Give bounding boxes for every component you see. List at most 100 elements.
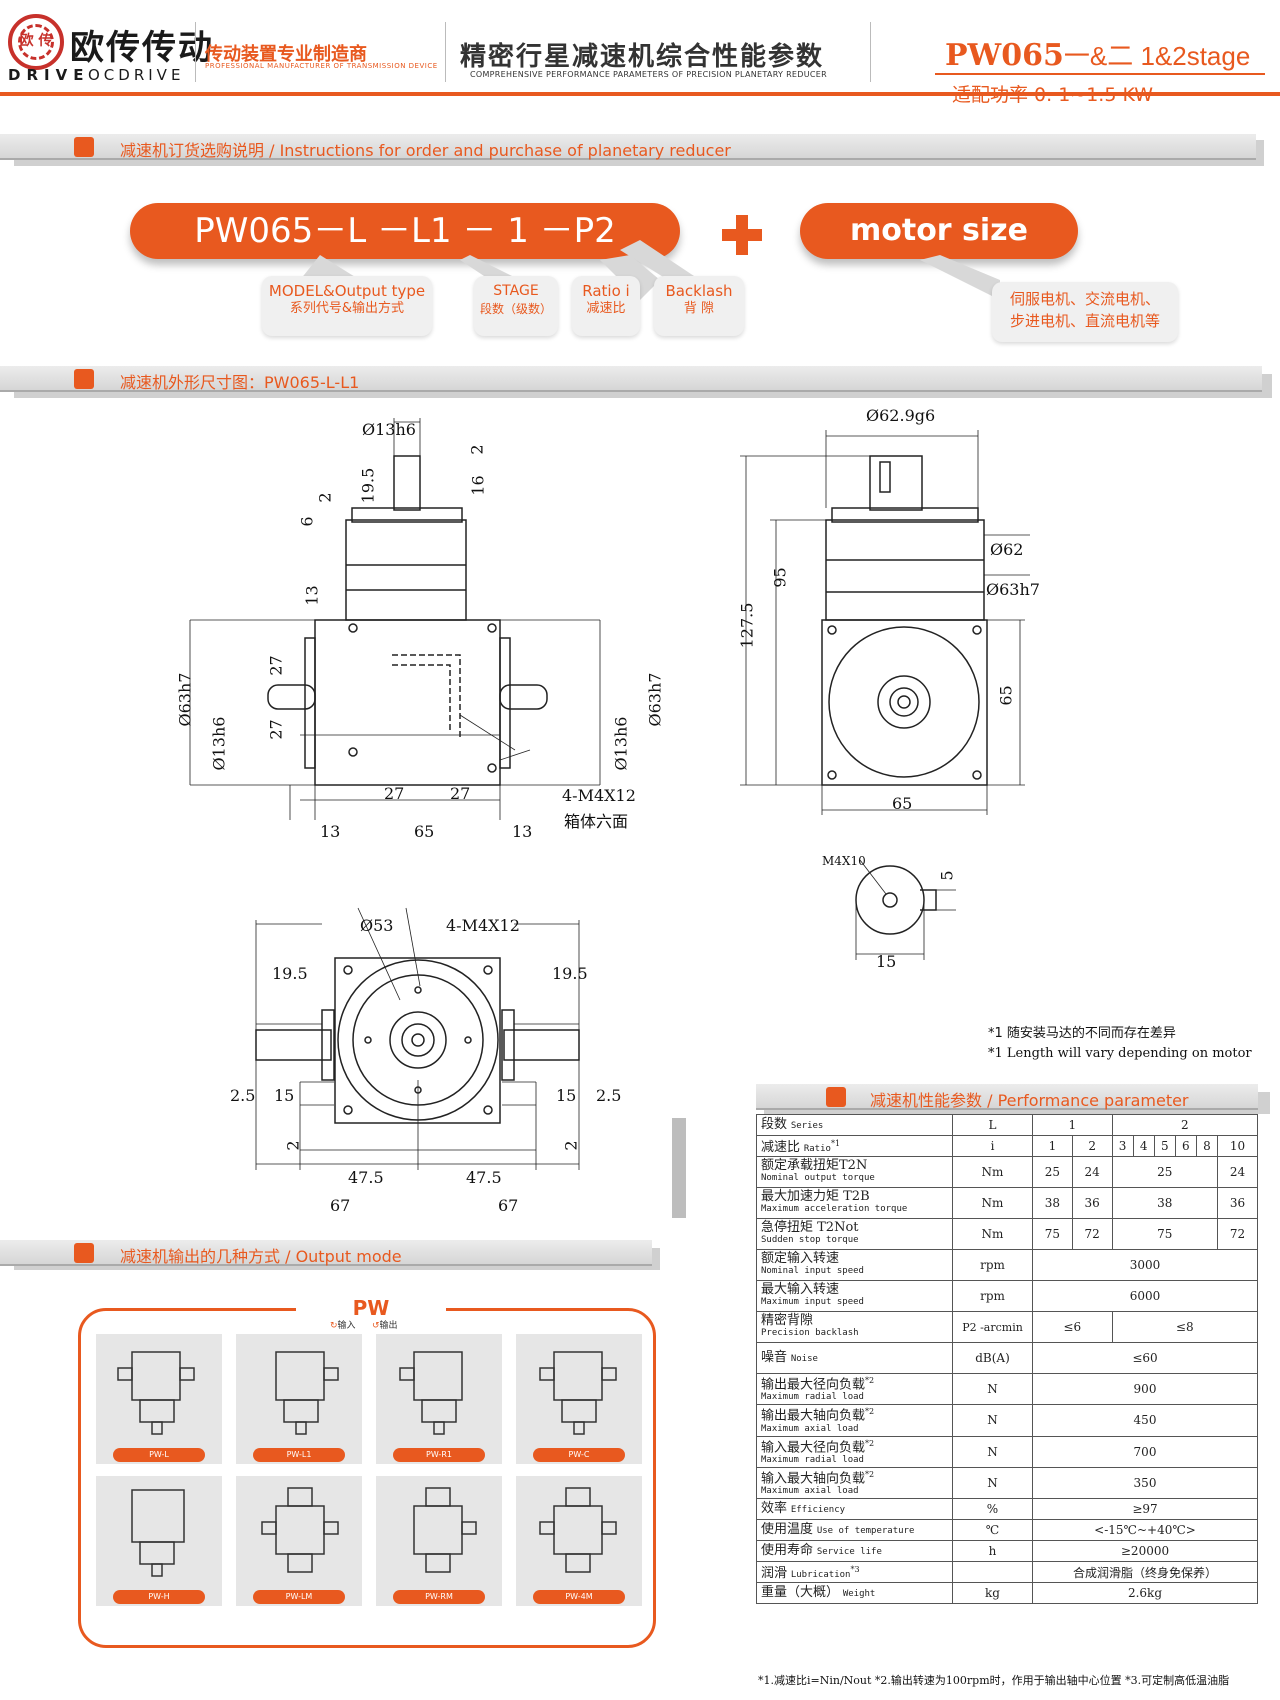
model-stage: 一&二 1&2stage — [1063, 41, 1251, 71]
dim-label: 19.5 — [272, 964, 308, 983]
cell-value: 450 — [1032, 1404, 1258, 1437]
dim-note: 4-M4X12 — [446, 916, 520, 935]
cell-value: ≤8 — [1111, 1311, 1259, 1343]
row-name-cn: 重量（大概） — [761, 1584, 840, 1600]
tile-tag: PW-L1 — [253, 1448, 345, 1462]
drawing-footnote-cn: *1 随安装马达的不同而存在差异 — [988, 1026, 1176, 1041]
header-divider — [870, 22, 871, 82]
row-unit: i — [952, 1135, 1033, 1157]
page-subtitle: COMPREHENSIVE PERFORMANCE PARAMETERS OF … — [470, 70, 827, 79]
tile-tag: PW-L — [113, 1448, 205, 1462]
dim-label: 65 — [414, 822, 435, 841]
reducer-icon — [275, 1351, 339, 1435]
row-name-cn: 输入最大轴向负载 — [761, 1471, 866, 1487]
row-name-en: Use of temperature — [816, 1525, 915, 1536]
order-chip-stage: STAGE 段数（级数） — [474, 276, 558, 336]
brand-name-en-left: DRIVE — [8, 66, 90, 84]
dim-label: 2 — [467, 444, 487, 455]
order-chip-motor-types: 伺服电机、交流电机、 步进电机、直流电机等 — [992, 282, 1178, 342]
section-bar-dimension — [0, 366, 1262, 392]
dim-label: 13 — [512, 822, 533, 841]
row-unit: P2 -arcmin — [952, 1311, 1033, 1343]
cell-value: 75 — [1032, 1218, 1073, 1250]
row-unit: L — [952, 1114, 1033, 1136]
reducer-icon — [131, 1489, 185, 1577]
output-mode-title: PW — [296, 1296, 446, 1326]
tile-tag: PW-RM — [393, 1590, 485, 1604]
row-footnote-mark: *3 — [850, 1564, 860, 1574]
row-name-en: Maximum axial load — [761, 1423, 859, 1434]
dim-label: Ø62.9g6 — [866, 406, 936, 425]
model-code: PW065 — [945, 38, 1064, 73]
row-name-en: Series — [790, 1120, 824, 1131]
ratio-value: 1 — [1032, 1135, 1073, 1157]
table-row: 噪音 Noise dB(A) ≤60 — [756, 1342, 1258, 1374]
row-name-en: Sudden stop torque — [761, 1235, 859, 1245]
chip-label-cn: 减速比 — [586, 301, 626, 316]
ratio-value: 10 — [1216, 1135, 1259, 1157]
table-row: 润滑 Lubrication*3 合成润滑脂（终身免保养） — [756, 1561, 1258, 1584]
dim-label: M4X10 — [822, 854, 866, 868]
row-unit — [952, 1561, 1033, 1584]
row-name-en: Ratio — [803, 1143, 831, 1154]
section-bar-output — [0, 1240, 652, 1266]
brand-logo: 欧 传 — [8, 14, 64, 70]
ratio-value: 3 — [1111, 1135, 1134, 1157]
order-chip-ratio: Ratio i 减速比 — [572, 276, 640, 336]
dim-label: 27 — [266, 655, 286, 676]
row-unit: N — [952, 1466, 1033, 1500]
tile-tag: PW-H — [113, 1590, 205, 1604]
row-unit: rpm — [952, 1280, 1033, 1312]
cell-value: 36 — [1071, 1187, 1113, 1219]
order-chip-model: MODEL&Output type 系列代号&输出方式 — [262, 276, 432, 336]
section-title-performance: 减速机性能参数 / Performance parameter — [870, 1091, 1189, 1110]
reducer-icon — [413, 1487, 477, 1573]
cell-value: 2.6kg — [1032, 1582, 1258, 1605]
cell-value: ≤60 — [1032, 1342, 1258, 1374]
motor-size-pill: motor size — [800, 203, 1078, 259]
row-unit: Nm — [952, 1156, 1033, 1188]
cell-value: 72 — [1071, 1218, 1113, 1250]
cell-value: 38 — [1032, 1187, 1073, 1219]
legend-input: ↻输入 — [330, 1321, 356, 1331]
dim-label: 5 — [937, 870, 957, 881]
section-title-output: 减速机输出的几种方式 / Output mode — [120, 1247, 402, 1266]
stage-two: 2 — [1111, 1114, 1259, 1136]
row-name-en: Lubrication — [790, 1569, 851, 1580]
dim-label: Ø13h6 — [362, 420, 416, 439]
section-marker — [74, 137, 94, 157]
cell-value: 合成润滑脂（终身免保养） — [1032, 1561, 1258, 1584]
dim-label: 47.5 — [348, 1168, 384, 1187]
dim-label: 27 — [450, 784, 471, 803]
cell-value: 24 — [1216, 1156, 1259, 1188]
cell-value: 700 — [1032, 1435, 1258, 1468]
reducer-icon — [399, 1351, 463, 1435]
row-unit: N — [952, 1372, 1033, 1406]
ratio-value: 8 — [1195, 1135, 1218, 1157]
dim-label: 127.5 — [737, 602, 757, 649]
row-name: 润滑 Lubrication*3 — [756, 1561, 953, 1584]
dim-label: Ø63h7 — [175, 672, 195, 727]
row-name-en: Efficiency — [790, 1504, 846, 1515]
dim-label: Ø53 — [360, 916, 394, 935]
row-name-en: Noise — [790, 1353, 818, 1364]
shaft-section-drawing — [855, 859, 956, 960]
row-name-cn: 使用寿命 — [761, 1542, 814, 1558]
output-tile-pw-c: PW-C — [516, 1334, 642, 1464]
section-marker — [826, 1087, 846, 1107]
chip-label-en: STAGE — [493, 283, 539, 299]
row-footnote-mark: *2 — [865, 1469, 875, 1479]
stage-one: 1 — [1032, 1114, 1113, 1136]
side-view-drawing — [740, 430, 1030, 815]
section-title-order: 减速机订货选购说明 / Instructions for order and p… — [120, 141, 731, 160]
row-name-cn: 最大加速力矩 T2B — [761, 1189, 870, 1204]
table-row: 使用寿命 Service life h ≥20000 — [756, 1540, 1258, 1563]
